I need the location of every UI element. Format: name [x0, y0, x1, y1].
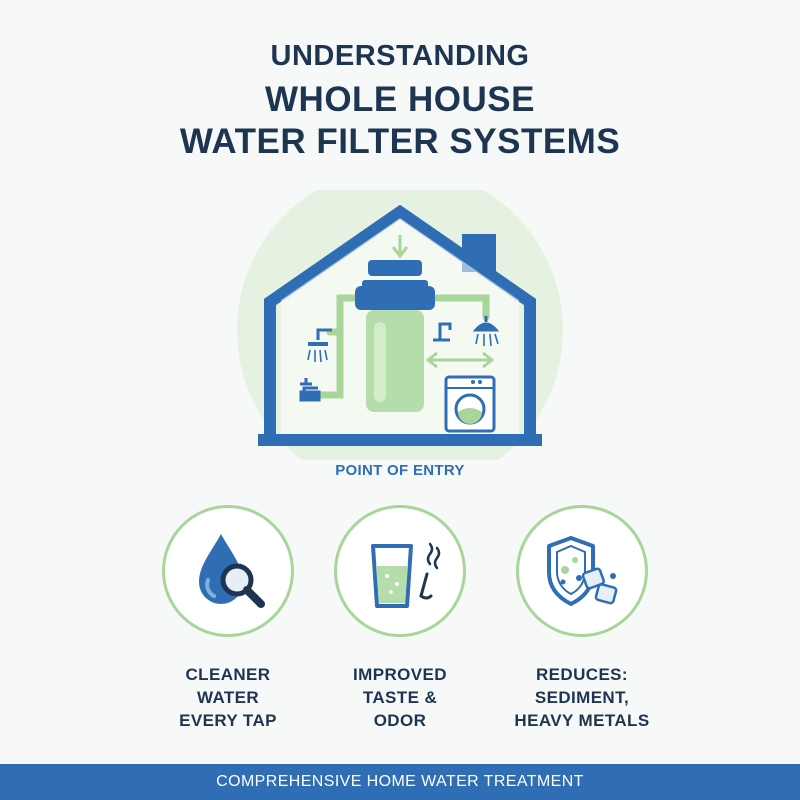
point-of-entry-label: POINT OF ENTRY [335, 462, 465, 479]
title-line-2: WHOLE HOUSE [265, 80, 535, 119]
footer-banner: COMPREHENSIVE HOME WATER TREATMENT [0, 764, 800, 800]
benefit-icon-ring [162, 505, 294, 637]
benefit-label: CLEANER WATER EVERY TAP [179, 665, 277, 730]
house-outline [264, 204, 536, 434]
faucet-left-icon [299, 378, 321, 402]
water-drop-magnifier-icon [199, 534, 265, 608]
benefit-reduces-contaminants: REDUCES: SEDIMENT, HEAVY METALS [492, 505, 672, 732]
shower-left-icon [308, 328, 332, 346]
shower-right-spray [475, 333, 499, 347]
distribution-arrow-icon [425, 351, 495, 369]
glass-and-nose-icon [371, 542, 441, 608]
benefit-label: IMPROVED TASTE & ODOR [353, 665, 447, 730]
benefit-label: REDUCES: SEDIMENT, HEAVY METALS [514, 665, 650, 730]
shield-sediment-icon [547, 536, 618, 606]
shower-left-spray [307, 349, 328, 363]
inflow-arrow-icon [391, 235, 409, 259]
shower-right-icon [472, 316, 500, 332]
pipes [314, 294, 490, 399]
title-line-3: WATER FILTER SYSTEMS [179, 122, 621, 161]
filter-cartridge-icon [355, 260, 435, 412]
title-line-1: UNDERSTANDING [270, 40, 530, 72]
benefit-cleaner-water: CLEANER WATER EVERY TAP [138, 505, 318, 732]
house-diagram [237, 190, 563, 460]
benefit-icon-ring [334, 505, 466, 637]
benefit-icon-ring [516, 505, 648, 637]
washing-machine-icon [444, 375, 496, 433]
sink-faucet-icon [433, 322, 452, 342]
house-base [258, 434, 542, 446]
benefit-taste-odor: IMPROVED TASTE & ODOR [310, 505, 490, 732]
